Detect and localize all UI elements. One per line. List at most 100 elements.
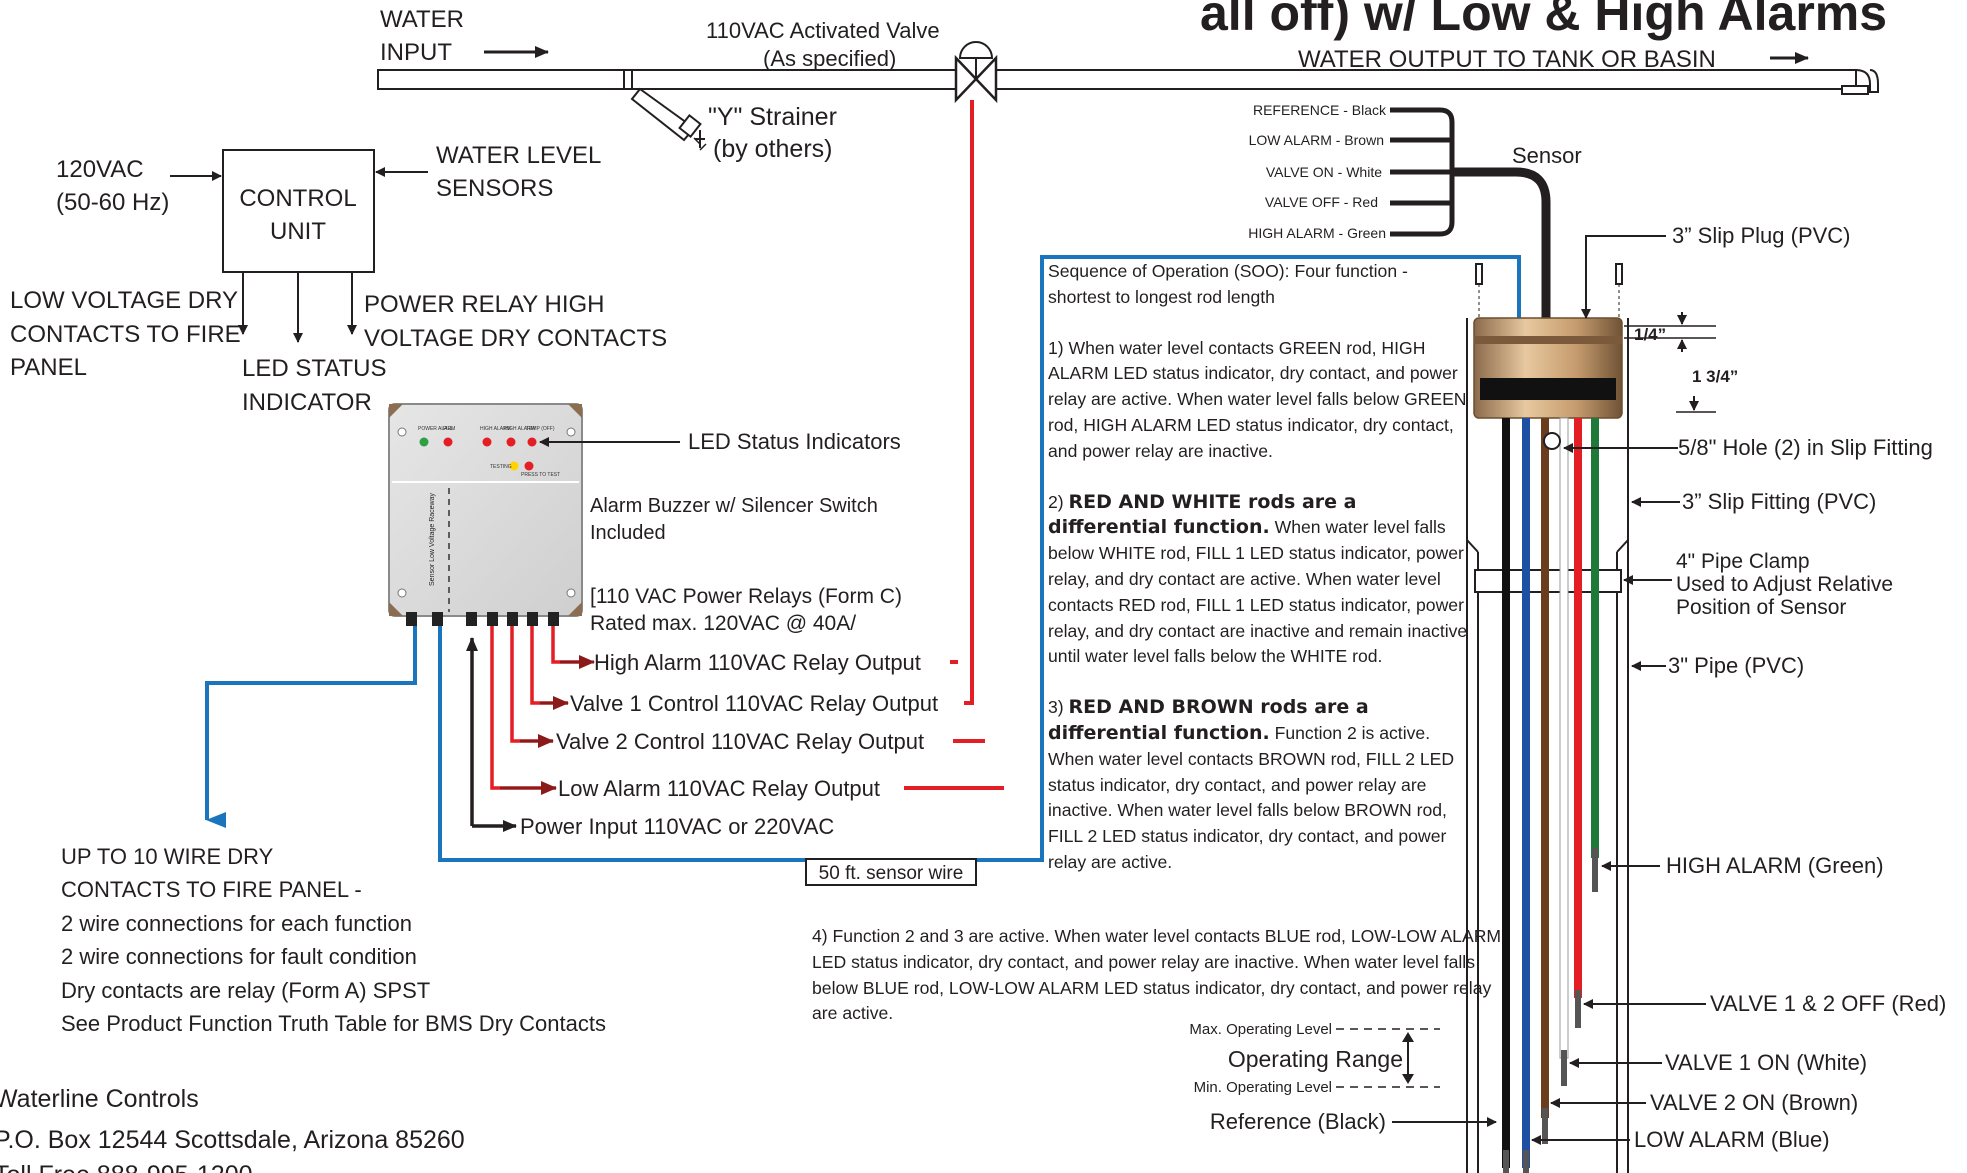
control-unit-label-2: UNIT xyxy=(270,218,326,245)
max-level-label: Max. Operating Level xyxy=(1189,1021,1332,1038)
soo-paragraph-3: 3) RED AND BROWN rods are a differential… xyxy=(1048,695,1476,876)
terminals xyxy=(406,612,559,626)
relay-label-1: POWER RELAY HIGH xyxy=(364,291,605,318)
company-address: P.O. Box 12544 Scottsdale, Arizona 85260 xyxy=(0,1126,465,1154)
sensor-wire-box xyxy=(805,858,977,886)
test-button[interactable] xyxy=(524,461,534,471)
wire-reference-label: REFERENCE - Black xyxy=(1253,102,1387,118)
power-label-2: (50-60 Hz) xyxy=(56,189,169,216)
fire-panel-line-1: UP TO 10 WIRE DRY xyxy=(61,844,274,869)
buzzer-label-1: Alarm Buzzer w/ Silencer Switch xyxy=(590,495,878,517)
fire-panel-line-3: 2 wire connections for each function xyxy=(61,911,412,936)
low-alarm-rod-label: LOW ALARM (Blue) xyxy=(1634,1127,1830,1152)
slip-plug-label: 3” Slip Plug (PVC) xyxy=(1672,223,1851,248)
hole-label: 5/8" Hole (2) in Slip Fitting xyxy=(1678,435,1933,460)
pipe-label: 3" Pipe (PVC) xyxy=(1668,653,1804,678)
clamp-label-1: 4" Pipe Clamp xyxy=(1676,550,1810,573)
soo-p2-number: 2) xyxy=(1048,491,1069,512)
control-unit-label-1: CONTROL xyxy=(239,185,356,212)
reference-rod-label: Reference (Black) xyxy=(1210,1109,1386,1134)
high-alarm-led-2 xyxy=(506,437,516,447)
wire-valve-off-label: VALVE OFF - Red xyxy=(1265,194,1378,210)
valve-icon xyxy=(954,41,998,104)
relays-label-2: Rated max. 120VAC @ 40A/ xyxy=(590,612,856,635)
one-three-quarter-label: 1 3/4” xyxy=(1692,367,1738,386)
wire-low-alarm-label: LOW ALARM - Brown xyxy=(1249,132,1384,148)
company-name: Waterline Controls xyxy=(0,1085,199,1113)
dry-contacts-label-1: LOW VOLTAGE DRY xyxy=(10,287,238,314)
sensor-assembly xyxy=(1466,263,1629,1173)
soo-p3-bold: RED AND BROWN rods are a differential fu… xyxy=(1048,696,1369,744)
fire-panel-line-5: Dry contacts are relay (Form A) SPST xyxy=(61,978,430,1003)
temp-led xyxy=(527,437,537,447)
power-label-1: 120VAC xyxy=(56,156,144,183)
water-pipe xyxy=(377,69,1879,95)
water-input-label-1: WATER xyxy=(380,6,464,33)
quarter-inch-label: 1/4” xyxy=(1634,325,1666,344)
fire-panel-line-6: See Product Function Truth Table for BMS… xyxy=(61,1011,606,1036)
testing-label: TESTING xyxy=(490,464,512,470)
water-input-label-2: INPUT xyxy=(380,39,452,66)
power-led-label: POWER ALARM xyxy=(418,426,455,432)
clamp-label-3: Position of Sensor xyxy=(1676,596,1846,619)
sensor-cable xyxy=(1390,107,1551,320)
slip-fitting-label: 3” Slip Fitting (PVC) xyxy=(1682,489,1876,514)
sensor-wiring xyxy=(205,255,1521,862)
temp-led-label: TEMP (OFF) xyxy=(526,426,555,432)
operating-range-label: Operating Range xyxy=(1228,1046,1403,1072)
control-unit-box xyxy=(222,149,375,273)
wire-high-alarm-label: HIGH ALARM - Green xyxy=(1248,225,1386,241)
high-alarm-led-label: HIGH ALARM xyxy=(480,426,511,432)
high-alarm-output-label: High Alarm 110VAC Relay Output xyxy=(594,650,921,675)
strainer-label-1: "Y" Strainer xyxy=(708,103,837,131)
soo-p3-text: Function 2 is active. When water level c… xyxy=(1048,722,1455,872)
water-output-label: WATER OUTPUT TO TANK OR BASIN xyxy=(1298,46,1716,73)
sensor-label: Sensor xyxy=(1512,143,1582,168)
soo-paragraph-4: 4) Function 2 and 3 are active. When wat… xyxy=(812,926,1502,1024)
soo-paragraph-1: 1) When water level contacts GREEN rod, … xyxy=(1048,337,1467,461)
company-phone: Toll Free 888-995-1200 xyxy=(0,1161,253,1173)
slip-plug-arrow xyxy=(1581,235,1666,319)
diagram-title: all off) w/ Low & High Alarms xyxy=(1200,0,1887,41)
control-panel: POWER ALARM FILL HIGH ALARM HIGH ALARM T… xyxy=(388,403,583,626)
led-status-label-1: LED STATUS xyxy=(242,355,386,382)
raceway-label: Sensor Low Voltage Raceway xyxy=(429,493,436,586)
press-to-test-label: PRESS TO TEST xyxy=(521,472,560,478)
valve1-output-label: Valve 1 Control 110VAC Relay Output xyxy=(570,691,938,716)
fire-panel-line-2: CONTACTS TO FIRE PANEL - xyxy=(61,877,362,902)
valve2-rod-label: VALVE 2 ON (Brown) xyxy=(1650,1090,1858,1115)
relays-label-1: [110 VAC Power Relays (Form C) xyxy=(590,585,902,608)
valve-off-rod-label: VALVE 1 & 2 OFF (Red) xyxy=(1710,991,1946,1016)
sequence-of-operation-4: 4) Function 2 and 3 are active. When wat… xyxy=(812,924,1512,1027)
power-led xyxy=(419,437,429,447)
dry-contacts-label-2: CONTACTS TO FIRE xyxy=(10,321,241,348)
dry-contacts-label-3: PANEL xyxy=(10,354,87,381)
valve-label-1: 110VAC Activated Valve xyxy=(706,18,940,43)
min-level-label: Min. Operating Level xyxy=(1194,1079,1332,1096)
led-status-label-2: INDICATOR xyxy=(242,389,372,416)
soo-p2-bold: RED AND WHITE rods are a differential fu… xyxy=(1048,490,1357,539)
soo-heading-1: Sequence of Operation (SOO): Four functi… xyxy=(1048,261,1408,281)
sensor-wire-label: 50 ft. sensor wire xyxy=(819,863,964,884)
power-input-label: Power Input 110VAC or 220VAC xyxy=(520,814,834,839)
valve1-rod-label: VALVE 1 ON (White) xyxy=(1665,1050,1867,1075)
high-alarm-rod-label: HIGH ALARM (Green) xyxy=(1666,853,1884,878)
soo-paragraph-2: 2) RED AND WHITE rods are a differential… xyxy=(1048,490,1476,671)
sequence-of-operation: Sequence of Operation (SOO): Four functi… xyxy=(1048,259,1476,876)
sensors-label-2: SENSORS xyxy=(436,175,553,202)
led-callout-label: LED Status Indicators xyxy=(688,429,901,454)
high-alarm-led xyxy=(482,437,492,447)
buzzer-label-2: Included xyxy=(590,522,666,544)
relay-label-2: VOLTAGE DRY CONTACTS xyxy=(364,325,667,352)
low-alarm-output-label: Low Alarm 110VAC Relay Output xyxy=(558,776,880,801)
clamp-label-2: Used to Adjust Relative xyxy=(1676,573,1893,596)
soo-p2-text: When water level falls below WHITE rod, … xyxy=(1048,517,1468,667)
valve-label-2: (As specified) xyxy=(763,46,896,71)
testing-led xyxy=(509,461,519,471)
sensors-label-1: WATER LEVEL xyxy=(436,142,601,169)
high-alarm-led-label-2: HIGH ALARM xyxy=(504,426,535,432)
fire-panel-line-4: 2 wire connections for fault condition xyxy=(61,944,417,969)
soo-p3-number: 3) xyxy=(1048,697,1069,718)
